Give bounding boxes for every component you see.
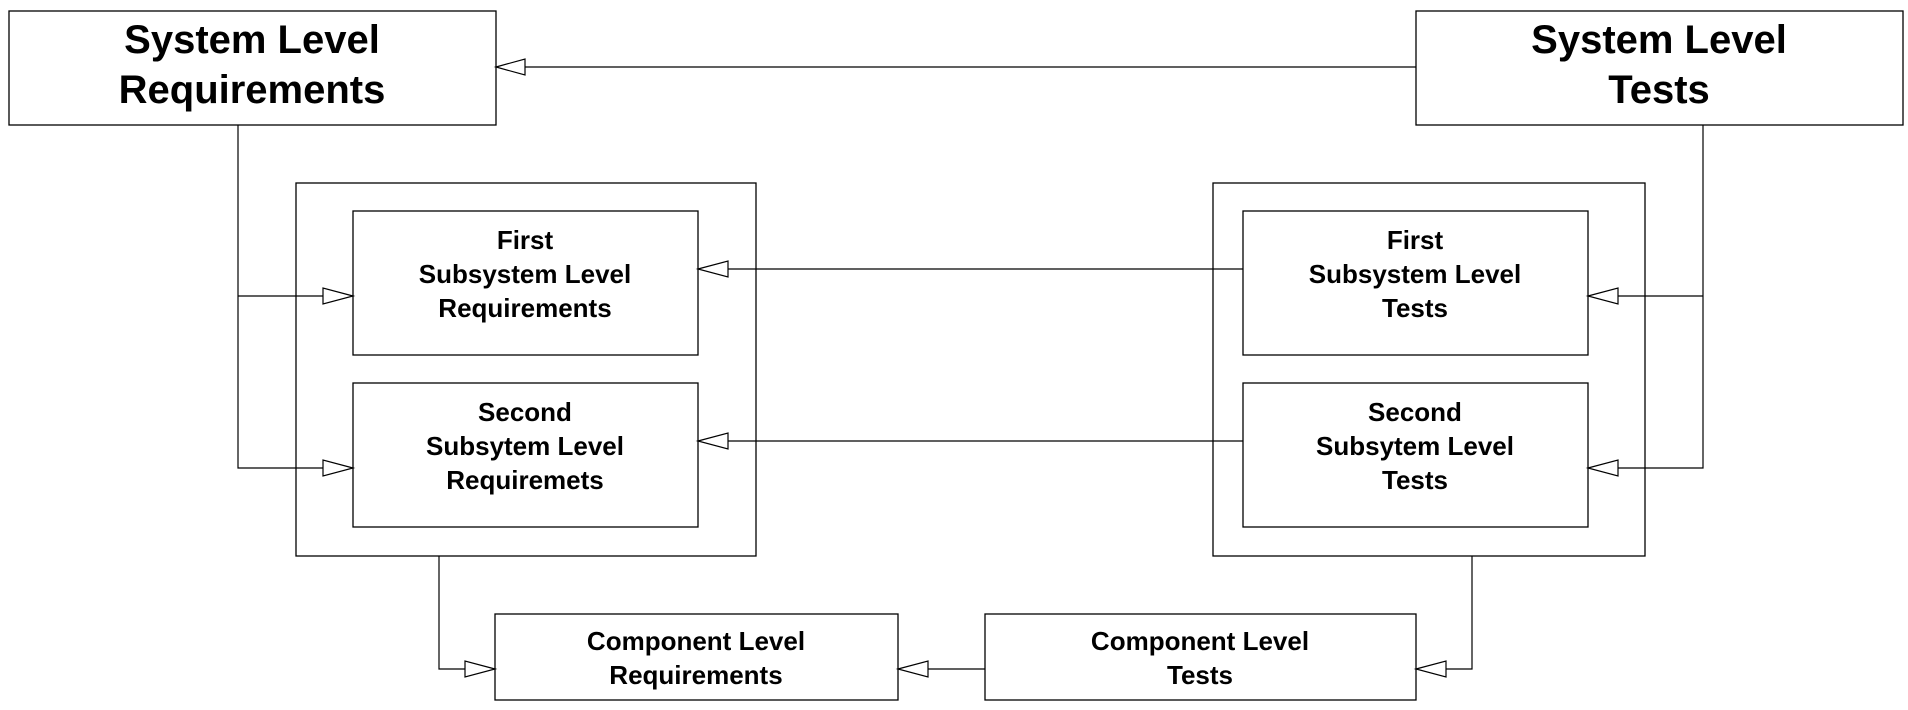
second-subsystem-tests-line3: Tests [1382, 465, 1448, 495]
component-level-requirements-line2: Requirements [609, 660, 782, 690]
connector-system-req-to-subsystem-req [237, 125, 323, 469]
first-subsystem-requirements-line2: Subsystem Level [419, 259, 631, 289]
subsystem-requirements-group [295, 182, 757, 557]
first-subsystem-tests-box[interactable]: First Subsystem Level Tests [1242, 210, 1589, 356]
system-level-tests-box[interactable]: System Level Tests [1415, 10, 1904, 126]
system-level-requirements-line1: System Level [124, 18, 380, 62]
connector-subsystem-tests-to-component-tests [1446, 556, 1473, 670]
first-subsystem-tests-line3: Tests [1382, 293, 1448, 323]
first-subsystem-requirements-box[interactable]: First Subsystem Level Requirements [352, 210, 699, 356]
component-level-tests-line1: Component Level [1091, 626, 1309, 656]
second-subsystem-requirements-line2: Subsytem Level [426, 431, 624, 461]
component-level-requirements-line1: Component Level [587, 626, 805, 656]
arrowhead-component-tests [1413, 660, 1447, 678]
component-level-tests-line2: Tests [1167, 660, 1233, 690]
first-subsystem-requirements-line1: First [497, 225, 554, 255]
arrowhead-first-subsystem-requirements-right [695, 260, 729, 278]
arrowhead-system-requirements [493, 58, 526, 76]
connector-subsystem-req-to-component-req [438, 556, 465, 670]
system-level-tests-line2: Tests [1608, 68, 1710, 112]
component-level-requirements-box[interactable]: Component Level Requirements [494, 613, 899, 701]
second-subsystem-requirements-line1: Second [478, 397, 572, 427]
system-level-tests-line1: System Level [1531, 18, 1787, 62]
first-subsystem-tests-line2: Subsystem Level [1309, 259, 1521, 289]
subsystem-tests-group [1212, 182, 1646, 557]
arrowhead-second-subsystem-requirements-right [695, 432, 729, 450]
connector-system-tests-to-subsystem-tests [1618, 125, 1704, 469]
arrowhead-first-subsystem-tests [1585, 287, 1619, 305]
first-subsystem-requirements-line3: Requirements [438, 293, 611, 323]
first-subsystem-tests-line1: First [1387, 225, 1444, 255]
arrowhead-component-requirements-left [464, 660, 498, 678]
second-subsystem-requirements-line3: Requiremets [446, 465, 604, 495]
second-subsystem-tests-line1: Second [1368, 397, 1462, 427]
system-level-requirements-box[interactable]: System Level Requirements [8, 10, 497, 126]
second-subsystem-requirements-box[interactable]: Second Subsytem Level Requiremets [352, 382, 699, 528]
component-level-tests-box[interactable]: Component Level Tests [984, 613, 1417, 701]
second-subsystem-tests-box[interactable]: Second Subsytem Level Tests [1242, 382, 1589, 528]
arrowhead-component-requirements-right [895, 660, 929, 678]
second-subsystem-tests-line2: Subsytem Level [1316, 431, 1514, 461]
system-level-requirements-line2: Requirements [119, 68, 386, 112]
arrowhead-second-subsystem-requirements [322, 459, 356, 477]
arrowhead-first-subsystem-requirements [322, 287, 356, 305]
arrowhead-second-subsystem-tests [1585, 459, 1619, 477]
